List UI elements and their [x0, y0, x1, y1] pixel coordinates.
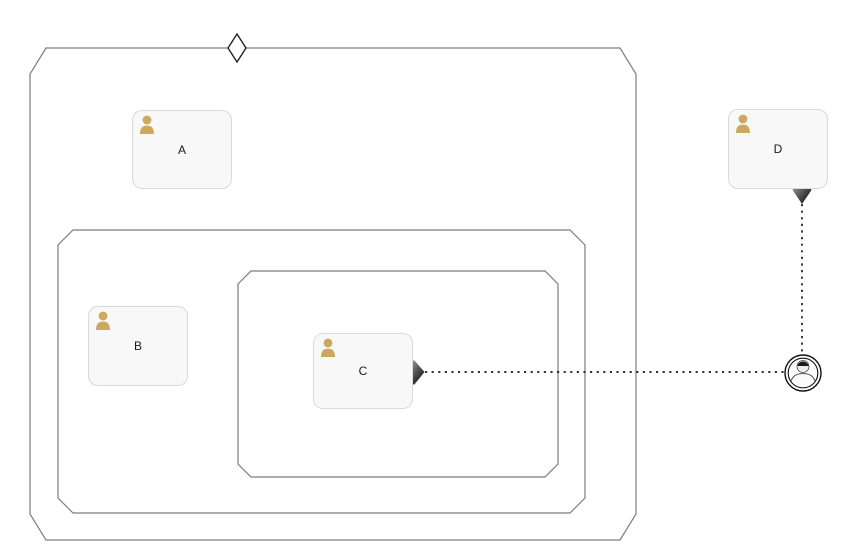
person-icon [736, 114, 750, 133]
node-label: C [358, 364, 368, 378]
node-label: D [773, 142, 783, 156]
middle-boundary[interactable] [57, 229, 586, 514]
junction-actor-node[interactable] [784, 354, 822, 392]
outer-boundary[interactable] [29, 47, 637, 541]
node-a[interactable]: A [132, 110, 232, 189]
person-icon [140, 115, 154, 134]
node-label: A [177, 142, 186, 157]
inner-boundary[interactable] [237, 270, 559, 478]
node-c[interactable]: C [313, 333, 413, 409]
node-label: B [133, 339, 142, 353]
node-d[interactable]: D [728, 109, 828, 189]
hollow-diamond-top[interactable] [227, 32, 247, 64]
person-icon [321, 338, 335, 357]
person-icon [96, 311, 110, 330]
node-b[interactable]: B [88, 306, 188, 386]
